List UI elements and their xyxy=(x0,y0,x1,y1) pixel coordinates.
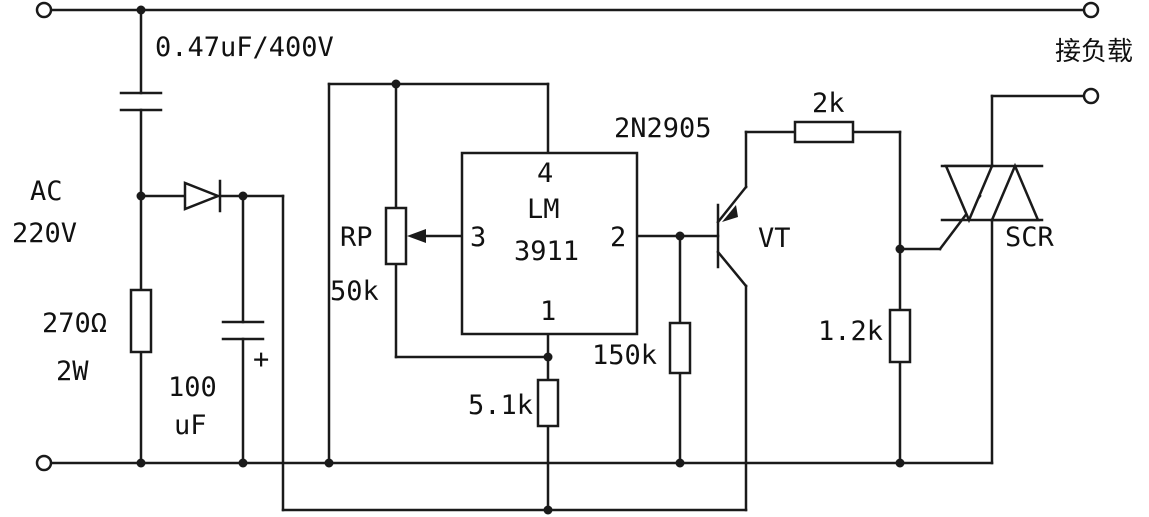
label-150k: 150k xyxy=(592,340,657,371)
diode xyxy=(183,179,222,213)
label-ic-lm: LM xyxy=(527,194,560,225)
terminal-ac-top xyxy=(35,1,53,19)
labels: 0.47uF/400V 接负载 AC 220V 270Ω 2W 100 uF +… xyxy=(12,32,1133,441)
label-ic-pin4: 4 xyxy=(537,158,553,189)
label-100: 100 xyxy=(168,372,217,403)
resistor-1-2k xyxy=(888,308,912,364)
resistor-270ohm xyxy=(129,288,153,354)
resistor-150k xyxy=(668,321,692,375)
label-vt: VT xyxy=(758,223,791,254)
label-1-2k: 1.2k xyxy=(818,316,883,347)
label-270ohm: 270Ω xyxy=(42,308,107,339)
label-cap-047uf: 0.47uF/400V xyxy=(155,32,334,63)
label-scr: SCR xyxy=(1005,222,1055,253)
terminal-load-bottom xyxy=(1082,87,1100,105)
label-5-1k: 5.1k xyxy=(468,390,533,421)
label-2w: 2W xyxy=(56,356,89,387)
label-cap-plus: + xyxy=(253,344,269,375)
terminal-ac-bottom xyxy=(35,454,53,472)
label-ic-pin2: 2 xyxy=(610,222,626,253)
label-uf: uF xyxy=(174,410,207,441)
junction-dots xyxy=(136,5,905,515)
capacitor-047uf xyxy=(119,91,163,112)
terminal-load-top xyxy=(1082,1,1100,19)
label-rp: RP xyxy=(340,222,373,253)
capacitor-100uf xyxy=(221,320,265,341)
transistor-vt xyxy=(716,185,748,288)
label-220v: 220V xyxy=(12,218,77,249)
label-ic-3911: 3911 xyxy=(514,236,579,267)
scr-thyristor xyxy=(940,162,1044,224)
resistor-5-1k xyxy=(536,378,560,428)
ic-lm3911 xyxy=(460,151,639,336)
potentiometer-rp xyxy=(384,206,426,266)
label-ic-pin3: 3 xyxy=(470,222,486,253)
label-ac: AC xyxy=(30,176,63,207)
label-ic-pin1: 1 xyxy=(540,296,556,327)
label-2k: 2k xyxy=(812,88,845,119)
resistor-2k xyxy=(793,120,855,144)
wires xyxy=(50,8,1085,512)
label-connect-load: 接负载 xyxy=(1055,37,1133,67)
label-2n2905: 2N2905 xyxy=(614,113,712,144)
label-rp-50k: 50k xyxy=(330,276,379,307)
